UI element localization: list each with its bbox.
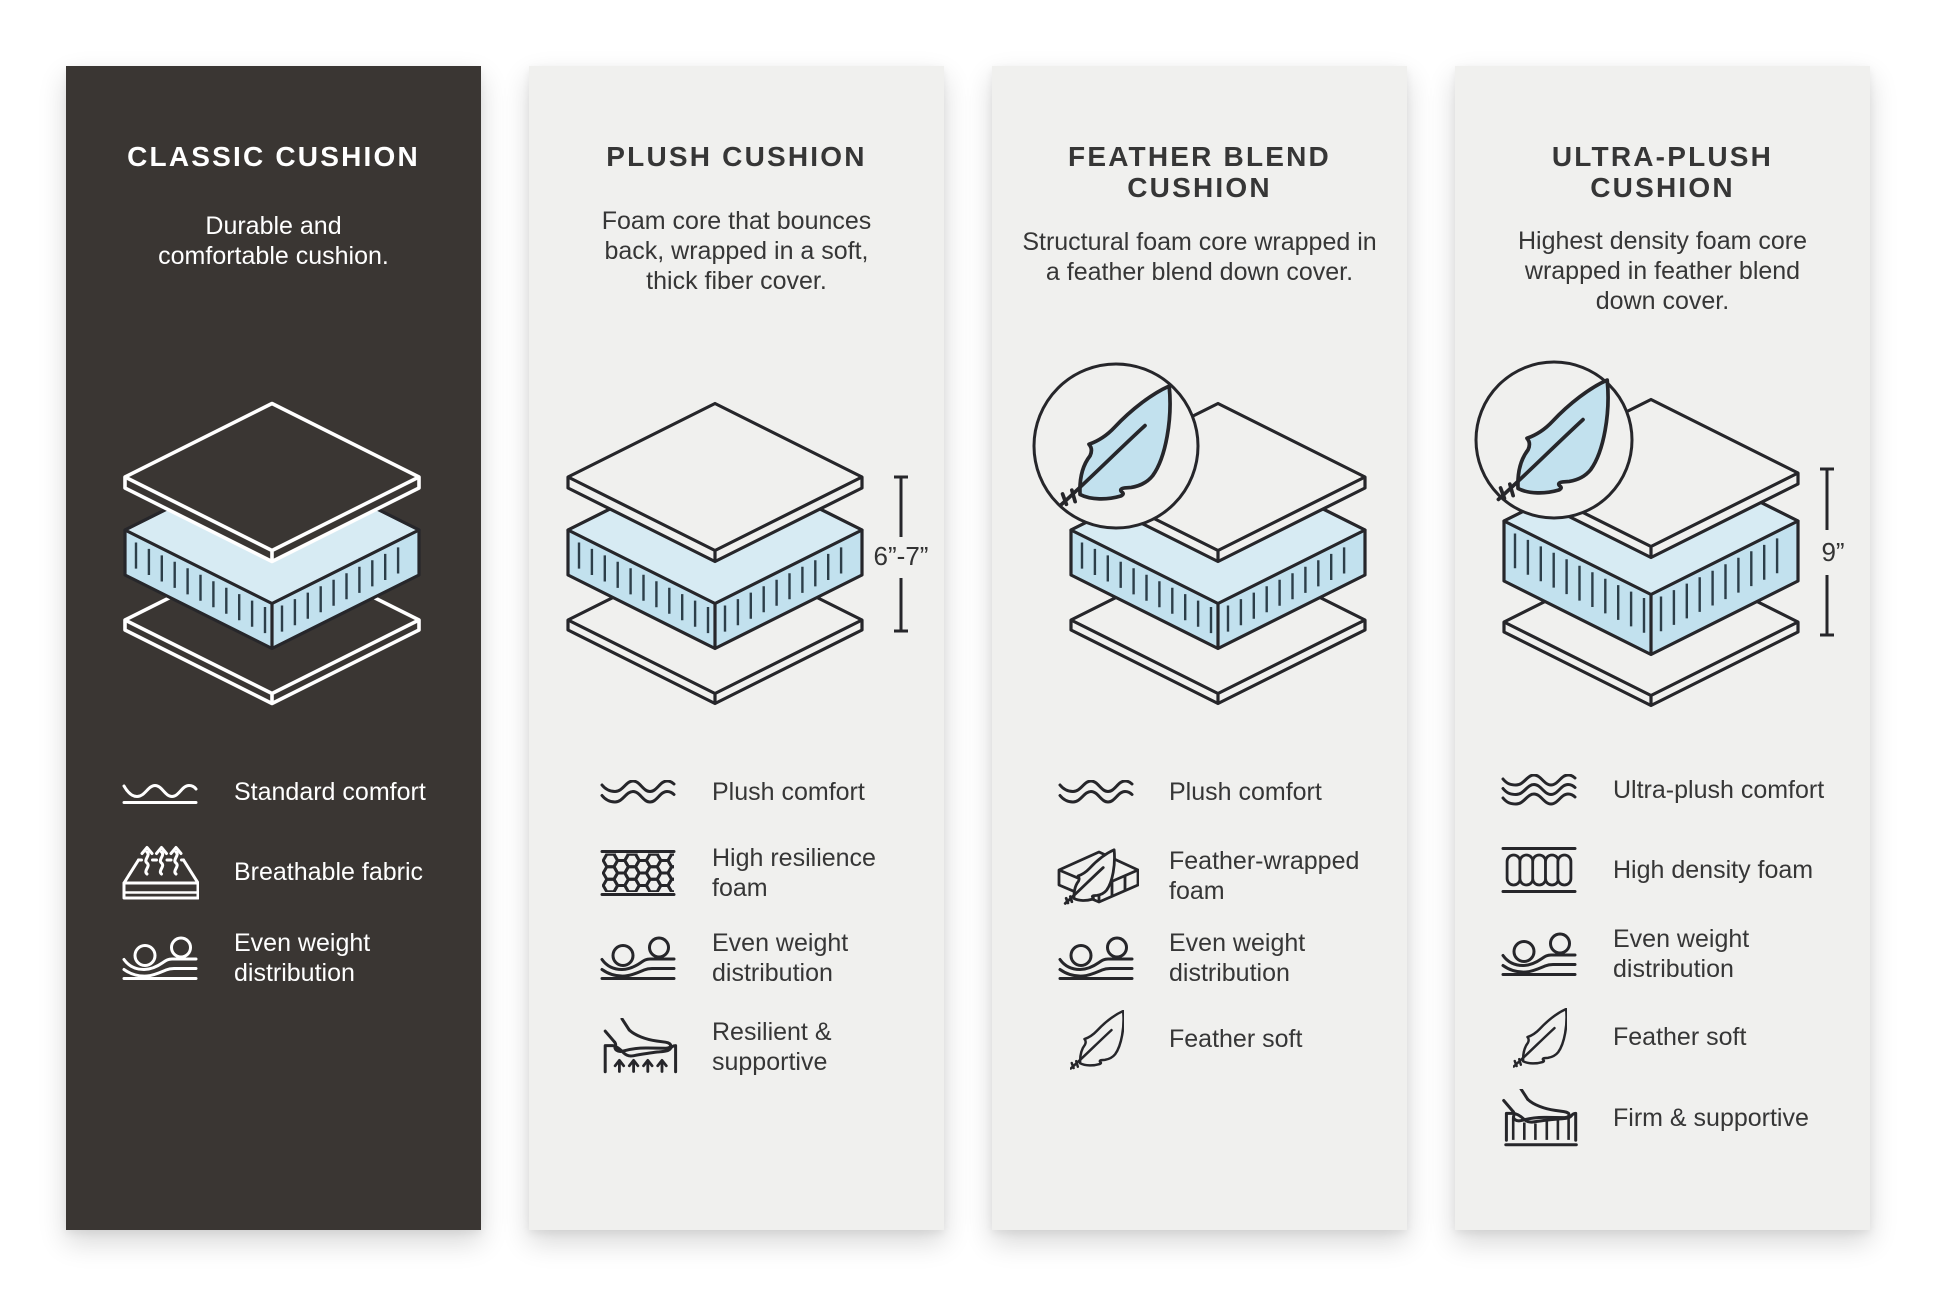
svg-text:6”-7”: 6”-7”: [874, 541, 929, 571]
svg-text:9”: 9”: [1821, 537, 1844, 567]
